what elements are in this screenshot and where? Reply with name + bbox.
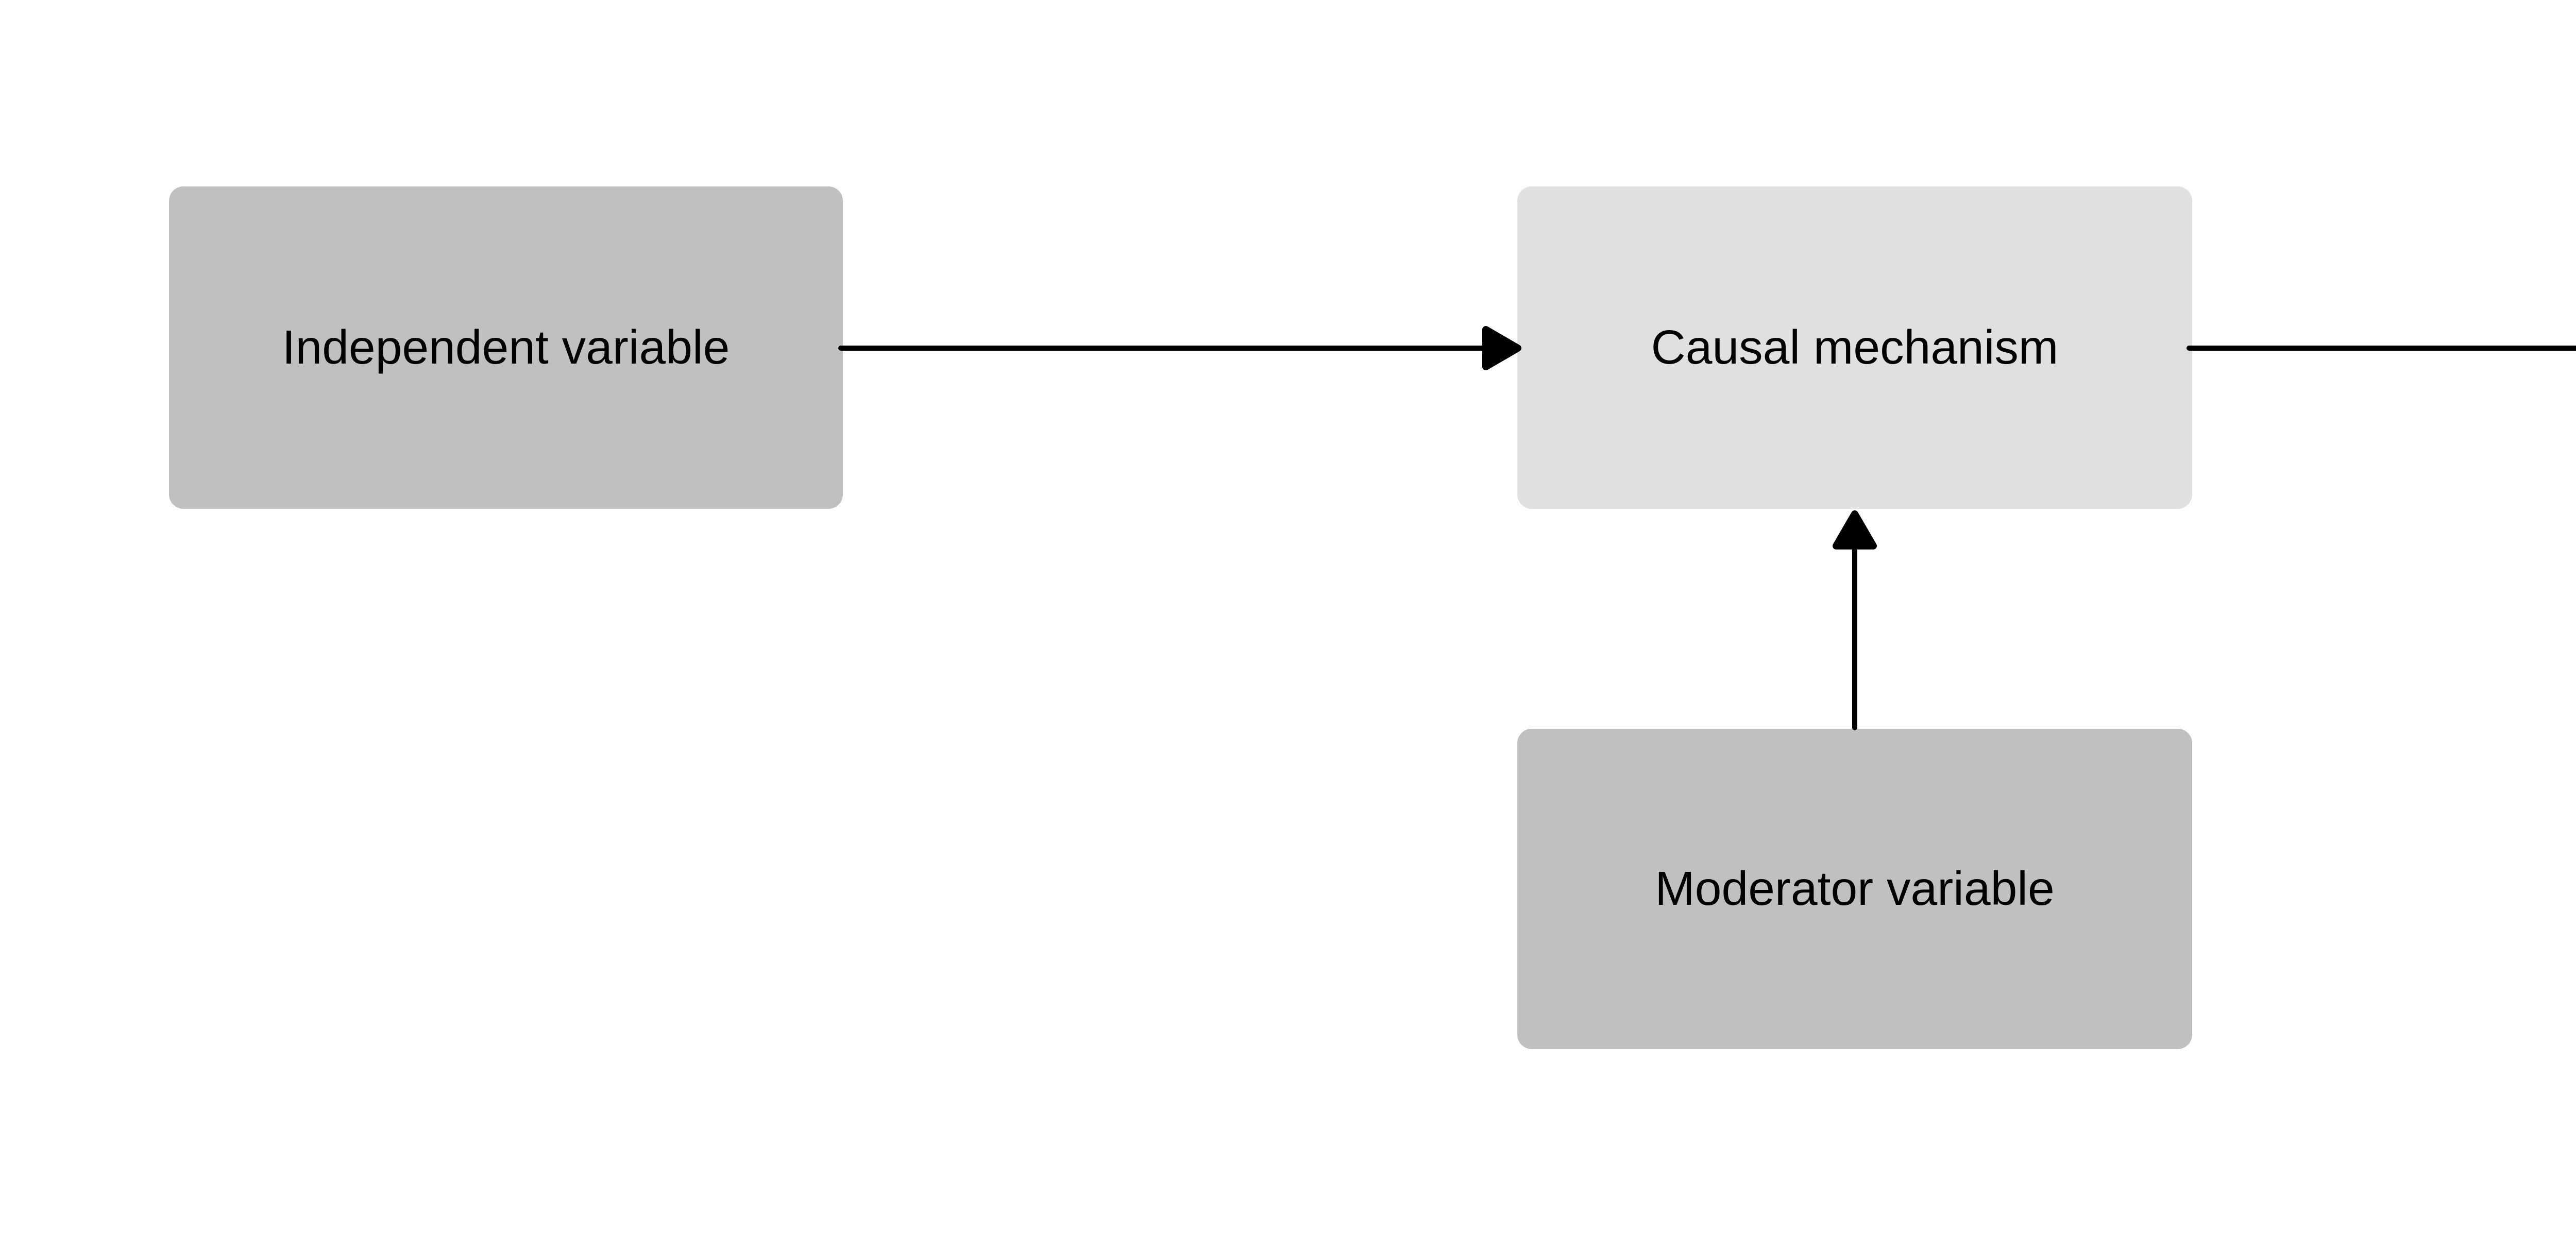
edge-independent-to-causal-arrowhead bbox=[1482, 326, 1521, 370]
node-moderator-variable: Moderator variable bbox=[1517, 729, 2192, 1049]
node-label: Causal mechanism bbox=[1651, 320, 2059, 374]
edge-causal-to-dependent bbox=[2187, 346, 2576, 351]
edge-moderator-to-causal-arrowhead bbox=[1833, 510, 1877, 550]
edge-moderator-to-causal bbox=[1833, 510, 1877, 730]
node-label: Moderator variable bbox=[1655, 862, 2055, 916]
node-independent-variable: Independent variable bbox=[169, 186, 843, 509]
node-label: Independent variable bbox=[282, 320, 730, 374]
node-causal-mechanism: Causal mechanism bbox=[1517, 186, 2192, 509]
edge-independent-to-causal bbox=[838, 326, 1521, 370]
